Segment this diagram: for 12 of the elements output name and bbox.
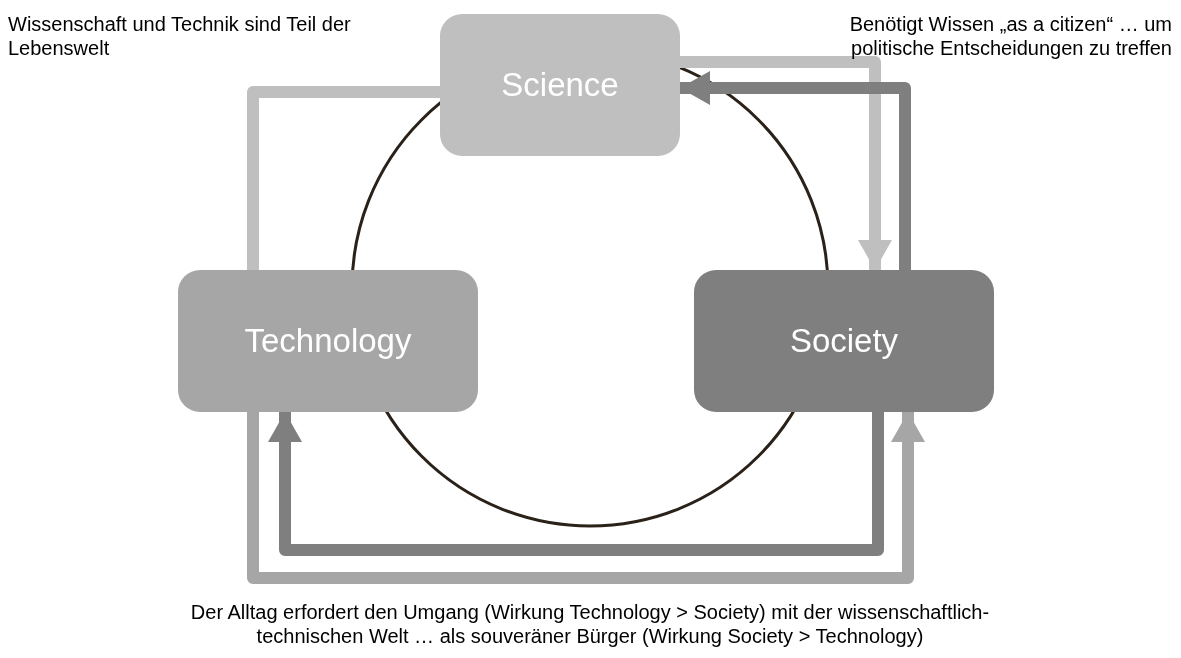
- box-label: Science: [501, 66, 619, 104]
- rounded-box: [178, 270, 478, 412]
- arrow: [268, 412, 884, 556]
- note-text: Wissenschaft und Technik sind Teil der Lebenswelt: [8, 12, 352, 60]
- box-label: Technology: [244, 322, 412, 360]
- rounded-box: [440, 14, 680, 156]
- rounded-box: [694, 270, 994, 412]
- connector-line: [247, 86, 440, 270]
- note-text: Der Alltag erfordert den Umgang (Wirkung Technology > Society) mit der wissenschaftlich-technischen Welt … als souveräner Bürger (Wirkung Society > Technology): [189, 600, 991, 648]
- box-label: Society: [789, 322, 899, 360]
- arrow: [247, 412, 925, 584]
- note-text: Benötigt Wissen „as a citizen“ … um politische Entscheidungen zu treffen: [848, 12, 1172, 60]
